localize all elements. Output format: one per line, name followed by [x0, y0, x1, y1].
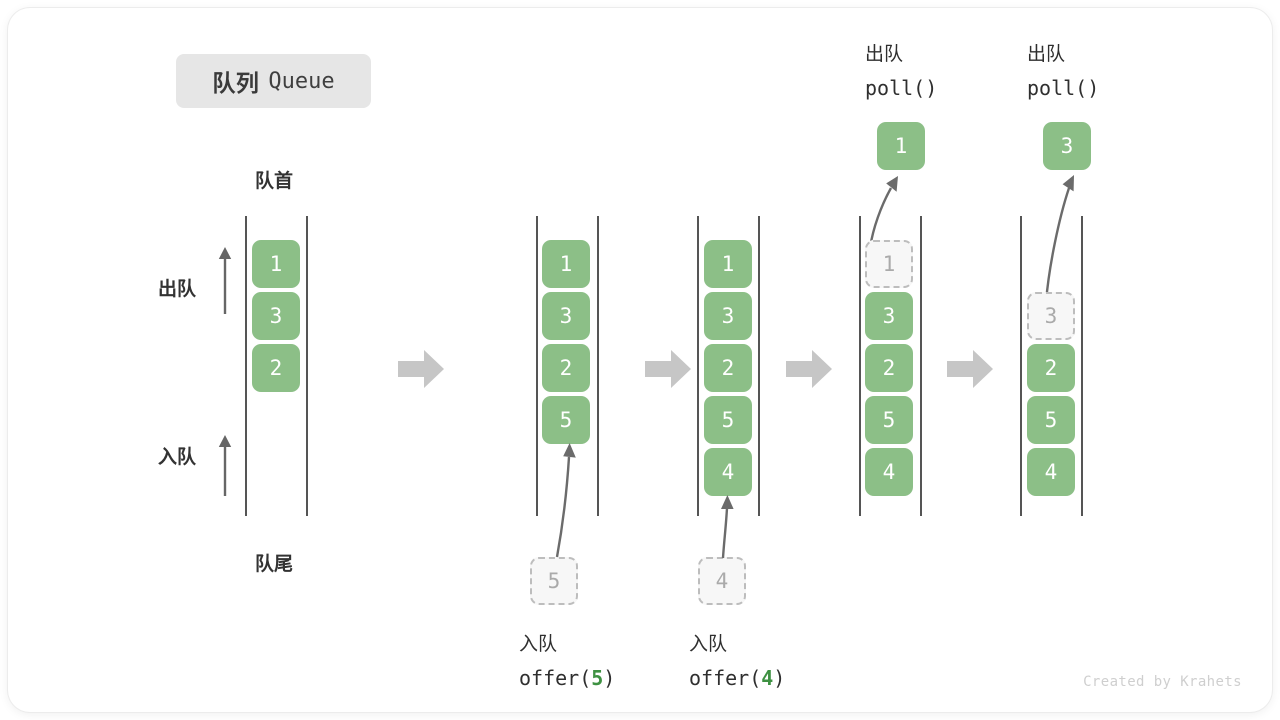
queue-cell: 3 [865, 292, 913, 340]
fn-open: offer( [519, 666, 592, 691]
operation-caption-cn: 入队 [689, 634, 728, 655]
queue-cell: 1 [252, 240, 300, 288]
operation-caption-offer-5: 入队 offer(5) [519, 628, 615, 697]
queue-rail-left [245, 216, 247, 516]
transition-arrow-icon [398, 350, 444, 388]
queue-cell-new: 4 [704, 448, 752, 496]
queue-cell: 2 [865, 344, 913, 392]
incoming-element-ghost: 5 [530, 557, 578, 605]
popped-element: 3 [1043, 122, 1091, 170]
queue-cell: 2 [542, 344, 590, 392]
incoming-element-ghost: 4 [698, 557, 746, 605]
operation-header-cn: 出队 [865, 44, 904, 65]
queue-cell: 5 [865, 396, 913, 444]
queue-rail-right [1081, 216, 1083, 516]
queue-cell: 4 [865, 448, 913, 496]
queue-cell: 5 [1027, 396, 1075, 444]
diagram-card: 队列 Queue 队首 队尾 出队 入队 1 3 2 1 [8, 8, 1272, 712]
transition-arrow-icon [947, 350, 993, 388]
operation-header-cn: 出队 [1027, 44, 1066, 65]
queue-rail-right [758, 216, 760, 516]
dequeue-direction-arrow-icon [218, 247, 232, 314]
fn-close: ) [603, 666, 616, 691]
operation-header-code: poll() [1027, 76, 1100, 101]
fn-arg: 4 [761, 666, 774, 691]
transition-arrow-icon [786, 350, 832, 388]
queue-rail-left [697, 216, 699, 516]
enqueue-direction-label: 入队 [157, 447, 196, 468]
fn-open: offer( [689, 666, 762, 691]
queue-cell: 2 [1027, 344, 1075, 392]
queue-rear-label: 队尾 [254, 554, 293, 575]
queue-rail-left [536, 216, 538, 516]
queue-rail-right [920, 216, 922, 516]
fn-arg: 5 [591, 666, 604, 691]
queue-rail-left [1020, 216, 1022, 516]
queue-rail-right [306, 216, 308, 516]
queue-cell: 3 [252, 292, 300, 340]
queue-cell: 1 [542, 240, 590, 288]
queue-cell-removed: 3 [1027, 292, 1075, 340]
queue-cell: 1 [704, 240, 752, 288]
dequeue-motion-arrow-icon [1044, 175, 1074, 303]
operation-header-poll-3: 出队 poll() [1027, 38, 1099, 106]
queue-front-label: 队首 [254, 171, 293, 192]
queue-rail-left [859, 216, 861, 516]
popped-element: 1 [877, 122, 925, 170]
queue-cell-removed: 1 [865, 240, 913, 288]
operation-header-code: poll() [865, 76, 938, 101]
queue-cell: 3 [704, 292, 752, 340]
queue-cell: 4 [1027, 448, 1075, 496]
queue-cell: 5 [704, 396, 752, 444]
operation-caption-code: offer(5) [519, 661, 615, 696]
operation-header-poll-1: 出队 poll() [865, 38, 937, 106]
dequeue-direction-label: 出队 [157, 279, 196, 300]
operation-caption-code: offer(4) [689, 661, 785, 696]
enqueue-direction-arrow-icon [218, 435, 232, 496]
operation-caption-offer-4: 入队 offer(4) [689, 628, 785, 697]
title-english: Queue [268, 68, 335, 94]
transition-arrow-icon [645, 350, 691, 388]
credit-text: Created by Krahets [1083, 674, 1242, 690]
queue-cell: 2 [252, 344, 300, 392]
enqueue-motion-arrow-icon [721, 495, 734, 559]
queue-cell-new: 5 [542, 396, 590, 444]
queue-rail-right [597, 216, 599, 516]
queue-cell: 2 [704, 344, 752, 392]
diagram-title-chip: 队列 Queue [176, 54, 371, 108]
title-chinese: 队列 [212, 70, 260, 96]
enqueue-motion-arrow-icon [555, 443, 576, 558]
queue-cell: 3 [542, 292, 590, 340]
fn-close: ) [773, 666, 786, 691]
operation-caption-cn: 入队 [519, 634, 558, 655]
